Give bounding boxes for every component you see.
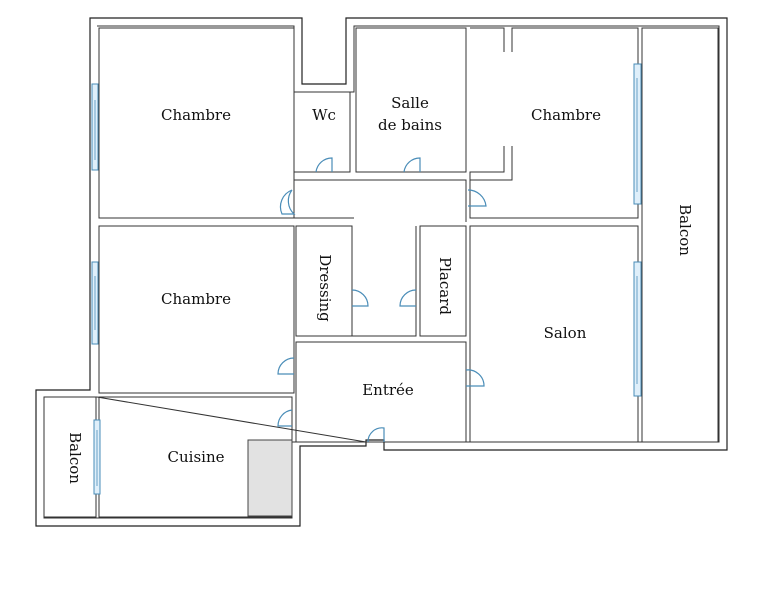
doors (277, 157, 487, 443)
label-placard: Placard (436, 257, 454, 315)
window-salon (633, 261, 642, 397)
label-dressing: Dressing (316, 254, 334, 322)
label-cuisine: Cuisine (168, 448, 225, 466)
label-balcon-left: Balcon (66, 432, 84, 484)
label-salle-de-bains-line1: Salle (391, 94, 429, 112)
outer-walls (35, 17, 728, 527)
windows (91, 63, 642, 495)
window-chambre-right (633, 63, 642, 205)
label-wc: Wc (312, 106, 336, 124)
label-chambre-top-left: Chambre (161, 106, 231, 124)
label-salon: Salon (544, 324, 587, 342)
kitchen-counter (247, 439, 293, 517)
label-balcon-right: Balcon (676, 204, 694, 256)
label-chambre-middle: Chambre (161, 290, 231, 308)
label-chambre-top-right: Chambre (531, 106, 601, 124)
interior-walls (43, 27, 719, 518)
label-salle-de-bains-line2: de bains (378, 116, 442, 134)
label-entree: Entrée (362, 381, 414, 399)
